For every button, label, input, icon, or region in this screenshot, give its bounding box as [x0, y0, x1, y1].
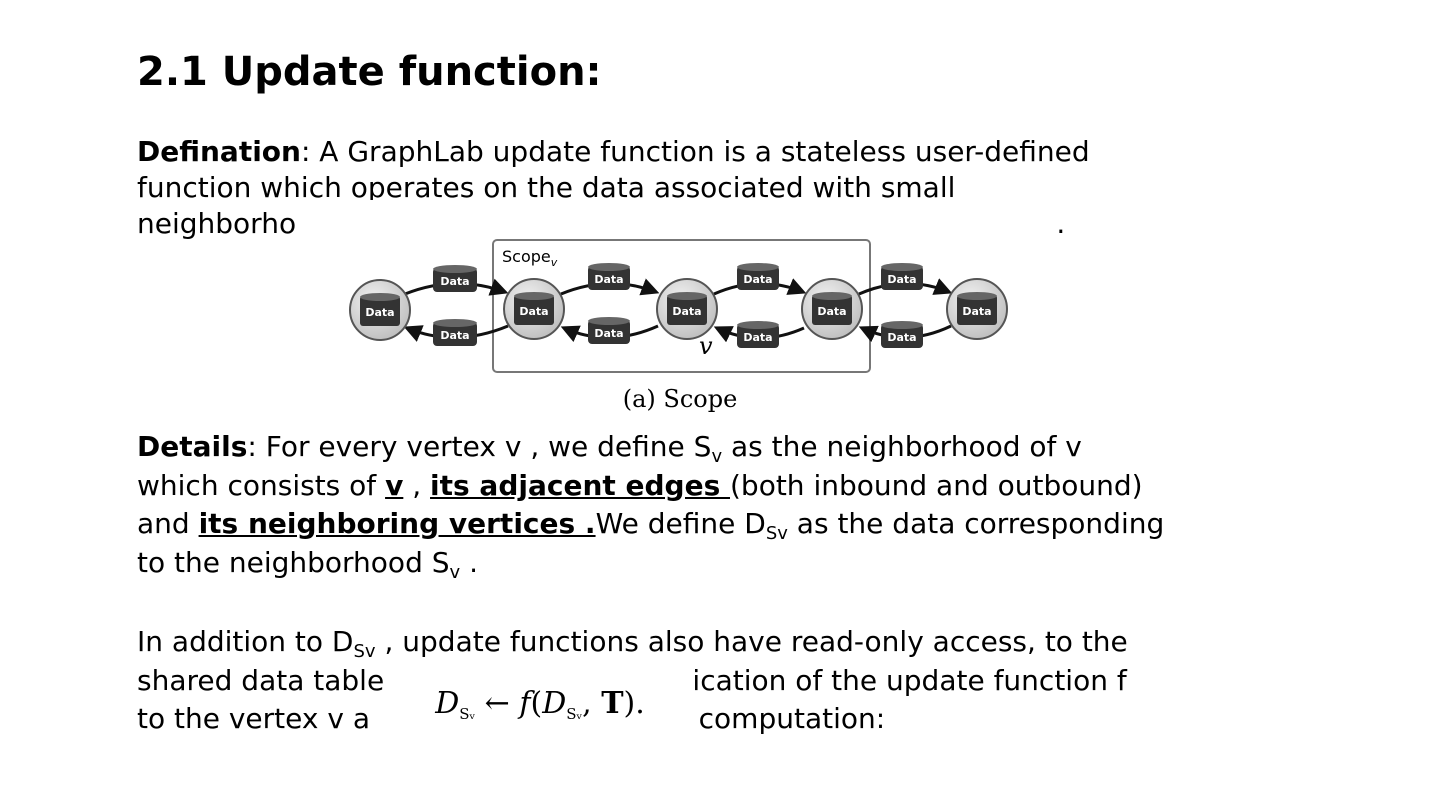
addition-text: g computation: [671, 702, 886, 735]
formula-table: T [601, 686, 624, 721]
edge-label-5: Data [743, 273, 772, 286]
neighboring-vertices-emphasis: its neighboring vertices . [198, 507, 596, 540]
update-formula: DSᵥ ← f(DSᵥ, T). [390, 668, 690, 740]
addition-text: pplication of the update function f [640, 663, 1127, 697]
subscript: v [449, 561, 461, 583]
definition-line-2: function which operates on the data asso… [137, 171, 956, 204]
scope-label: Scopev [502, 247, 558, 269]
node-label-5: Data [962, 305, 991, 318]
details-text: as the neighborhood of v [722, 430, 1082, 463]
scope-figure: Data Data Data Data Data Data Data Data … [345, 236, 1015, 422]
vertex-v-label: v [699, 332, 713, 360]
details-text: as the data corresponding [787, 507, 1165, 540]
details-text: We define D [595, 507, 766, 540]
edge-label-6: Data [743, 331, 772, 344]
edge-label-1: Data [440, 275, 469, 288]
addition-text: shared data table [137, 663, 385, 697]
details-text: (both inbound and outbound) [730, 468, 1143, 502]
formula-subscript: Sᵥ [566, 705, 583, 723]
definition-label: Defination [137, 135, 301, 168]
scope-box [492, 239, 871, 373]
definition-line-1: A GraphLab update function is a stateles… [310, 135, 1090, 168]
edge-label-3: Data [594, 273, 623, 286]
edge-data-cylinders [433, 266, 923, 348]
subscript: v [711, 446, 723, 467]
details-text: and [137, 507, 199, 540]
details-text: . [460, 545, 478, 579]
details-text: For every vertex v , we define S [256, 430, 712, 463]
node-label-2: Data [519, 305, 548, 318]
slide-title: 2.1 Update function: [137, 49, 602, 95]
edge-label-4: Data [594, 327, 623, 340]
edge-label-2: Data [440, 329, 469, 342]
subscript: Sv [765, 523, 788, 544]
details-label: Details [137, 430, 248, 463]
figure-caption: (a) Scope [622, 385, 738, 413]
formula-function: f [519, 686, 531, 721]
definition-line-3-start: neighborho [137, 207, 297, 240]
node-label-4: Data [817, 305, 846, 318]
vertex-emphasis: v [385, 468, 404, 502]
details-text: , [403, 468, 431, 502]
addition-text: In addition to D [137, 625, 354, 658]
formula-close: ). [623, 686, 645, 721]
vertex-nodes [349, 278, 1008, 341]
formula-lhs: D [435, 686, 460, 721]
edge-label-7: Data [887, 273, 916, 286]
node-label-3: Data [672, 305, 701, 318]
details-text: which consists of [137, 468, 386, 502]
node-label-1: Data [365, 306, 394, 319]
subscript: Sv [353, 641, 376, 662]
formula-arrow: ← [475, 686, 520, 721]
edge-label-8: Data [887, 331, 916, 344]
details-paragraph: Details: For every vertex v , we define … [137, 428, 1164, 582]
formula-comma: , [582, 686, 602, 721]
adjacent-edges-emphasis: its adjacent edges [430, 468, 730, 502]
formula-subscript: Sᵥ [459, 705, 476, 723]
formula-arg: D [542, 686, 567, 721]
details-sep: : [247, 430, 257, 463]
formula-paren: ( [530, 686, 543, 721]
scope-diagram: Data Data Data Data Data Data Data Data … [349, 239, 1008, 373]
addition-paragraph: In addition to DSv , update functions al… [137, 623, 1128, 739]
definition-sep: : [300, 135, 311, 168]
details-text: to the neighborhood S [137, 545, 450, 579]
addition-text: to the vertex v a [137, 702, 370, 735]
addition-text: , update functions also have read-only a… [375, 625, 1128, 658]
